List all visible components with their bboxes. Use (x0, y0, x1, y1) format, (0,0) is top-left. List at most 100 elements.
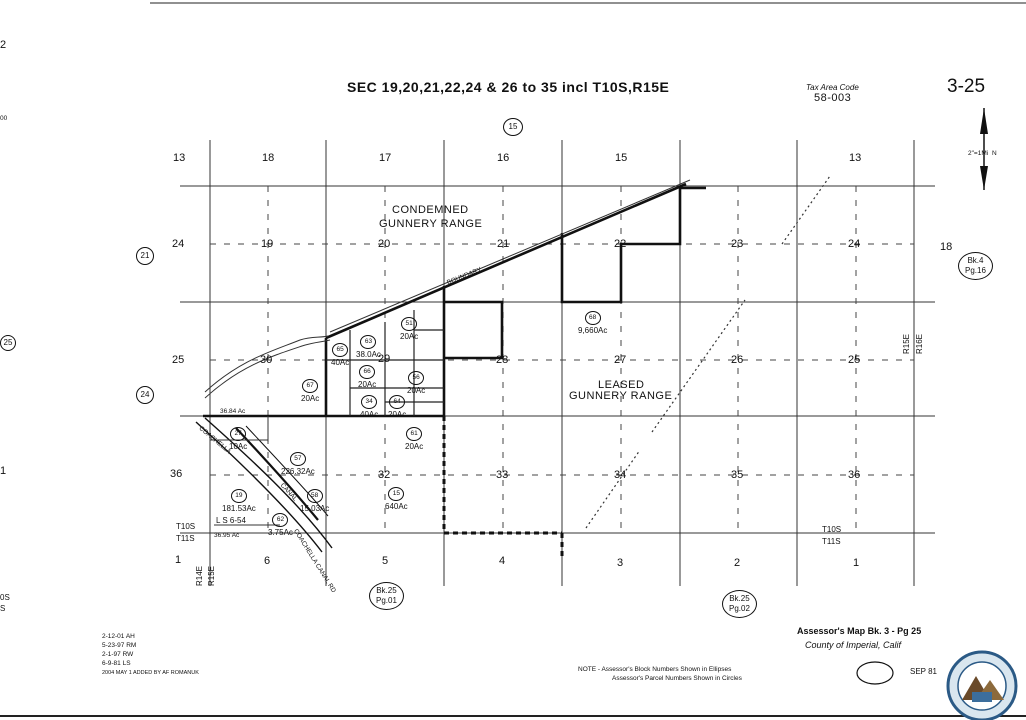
parcel-acreage: 20Ac (405, 442, 424, 451)
bottom-section-number: 3 (617, 557, 624, 569)
gunnery-boundary (203, 182, 706, 418)
section-label: 25 (848, 354, 861, 366)
parcel-acreage: 20Ac (301, 394, 320, 403)
left-edge-fragment: 0S (0, 593, 10, 602)
bottom-section-number: 5 (382, 555, 389, 567)
bottom-section-number: 2 (734, 557, 741, 569)
section-label: 28 (496, 354, 509, 366)
creek-line (204, 335, 329, 393)
section-label: 21 (497, 238, 510, 250)
book-ref-bk: Bk.25 (376, 586, 397, 595)
revision-entry: 5-23-97 RM (102, 642, 137, 649)
side-circle: 25 (0, 335, 16, 351)
section-label: 25 (172, 354, 185, 366)
section-label: 26 (731, 354, 744, 366)
book-ref-pg: Pg.02 (729, 604, 750, 613)
parcel-acreage: 20Ac (400, 332, 419, 341)
section-label: 36 (848, 469, 861, 481)
top-section-number: 18 (262, 152, 275, 164)
section-label: 35 (731, 469, 744, 481)
note-line: NOTE - Assessor's Block Numbers Shown in… (578, 666, 732, 673)
section-label: 33 (496, 469, 509, 481)
section-label: 29 (378, 353, 391, 365)
book-ref-pg: Pg.16 (965, 266, 986, 275)
parcel-number: 34 (361, 395, 378, 409)
leased-label: LEASED (598, 379, 645, 391)
condemned-label: CONDEMNED (392, 204, 469, 216)
county-label: County of Imperial, Calif (805, 640, 902, 650)
parcel-number: 58 (306, 489, 323, 503)
circle-15: 15 (503, 118, 523, 136)
section-label: 30 (260, 354, 273, 366)
parcel-acreage: 226.32Ac (281, 467, 315, 476)
township-label: T10S (176, 522, 196, 531)
section-grid (180, 140, 935, 586)
section-label: 22 (614, 238, 627, 250)
section-label: 27 (614, 354, 627, 366)
parcel-acreage: 640Ac (385, 502, 408, 511)
bottom-section-number: 1 (853, 557, 860, 569)
dotted-lines (585, 175, 831, 529)
parcel-number: 67 (302, 379, 319, 393)
parcel-number: 64 (389, 395, 406, 409)
county-association-seal-icon (946, 650, 1018, 720)
side-circle: 21 (136, 247, 154, 265)
parcel-number: 61 (406, 427, 423, 441)
book-ref-right: Bk.4 Pg.16 (958, 252, 993, 280)
left-edge-fragment: S (0, 604, 6, 613)
parcel-number: 62 (272, 513, 289, 527)
left-edge-fragment: 2 (0, 39, 7, 51)
section-label: 24 (172, 238, 185, 250)
parcel-number: 68 (584, 311, 601, 325)
assessor-map-ref: Assessor's Map Bk. 3 - Pg 25 (797, 626, 922, 636)
parcel-acreage: 15.03Ac (300, 504, 330, 513)
parcel-number: 65 (332, 343, 349, 357)
left-edge-fragment: 00 (0, 115, 8, 122)
map-title: SEC 19,20,21,22,24 & 26 to 35 incl T10S,… (347, 79, 670, 95)
parcel-acreage: 40Ac (331, 358, 350, 367)
section-label: 23 (731, 238, 744, 250)
parcel-acreage: 3.75Ac (268, 528, 293, 537)
side-circle: 24 (136, 386, 154, 404)
section-label: 19 (261, 238, 274, 250)
note-line: Assessor's Parcel Numbers Shown in Circl… (612, 675, 742, 682)
range-label: R14E (195, 566, 204, 587)
map-scale: 2"=1Mi (968, 150, 989, 157)
revision-entry: 2004 MAY 1 ADDED BY AF ROMANUK (102, 670, 199, 676)
section-label: 34 (614, 469, 627, 481)
parcel-number: 66 (359, 365, 376, 379)
revision-entry: 2-12-01 AH (102, 633, 135, 640)
revision-entry: 6-9-81 LS (102, 660, 131, 667)
gunnery-range-label: GUNNERY RANGE (379, 218, 483, 230)
parcel-acreage: 20Ac (388, 410, 407, 419)
boundary-thin-line (329, 179, 691, 333)
tax-area-code: 58-003 (814, 92, 852, 104)
book-ref-bottom-2: Bk.25 Pg.02 (722, 590, 757, 618)
land-survey-label: L S 6-54 (216, 516, 246, 525)
leased-gunnery-label: GUNNERY RANGE (569, 390, 673, 402)
revision-entry: 2-1-97 RW (102, 651, 134, 658)
tax-area-label: Tax Area Code (806, 83, 859, 92)
parcel-acreage: 20Ac (407, 386, 426, 395)
stamp-date: SEP 81 (910, 667, 937, 676)
section-label: 24 (848, 238, 861, 250)
range-label: R16E (915, 334, 924, 355)
coachella-canal (195, 417, 333, 553)
book-ref-bk: Bk.25 (729, 594, 750, 603)
section-label: 20 (378, 238, 391, 250)
parcel-number: 27 (230, 427, 247, 441)
parcel-number: 15 (388, 487, 405, 501)
small-acre-note: 36.84 Ac (220, 408, 246, 415)
